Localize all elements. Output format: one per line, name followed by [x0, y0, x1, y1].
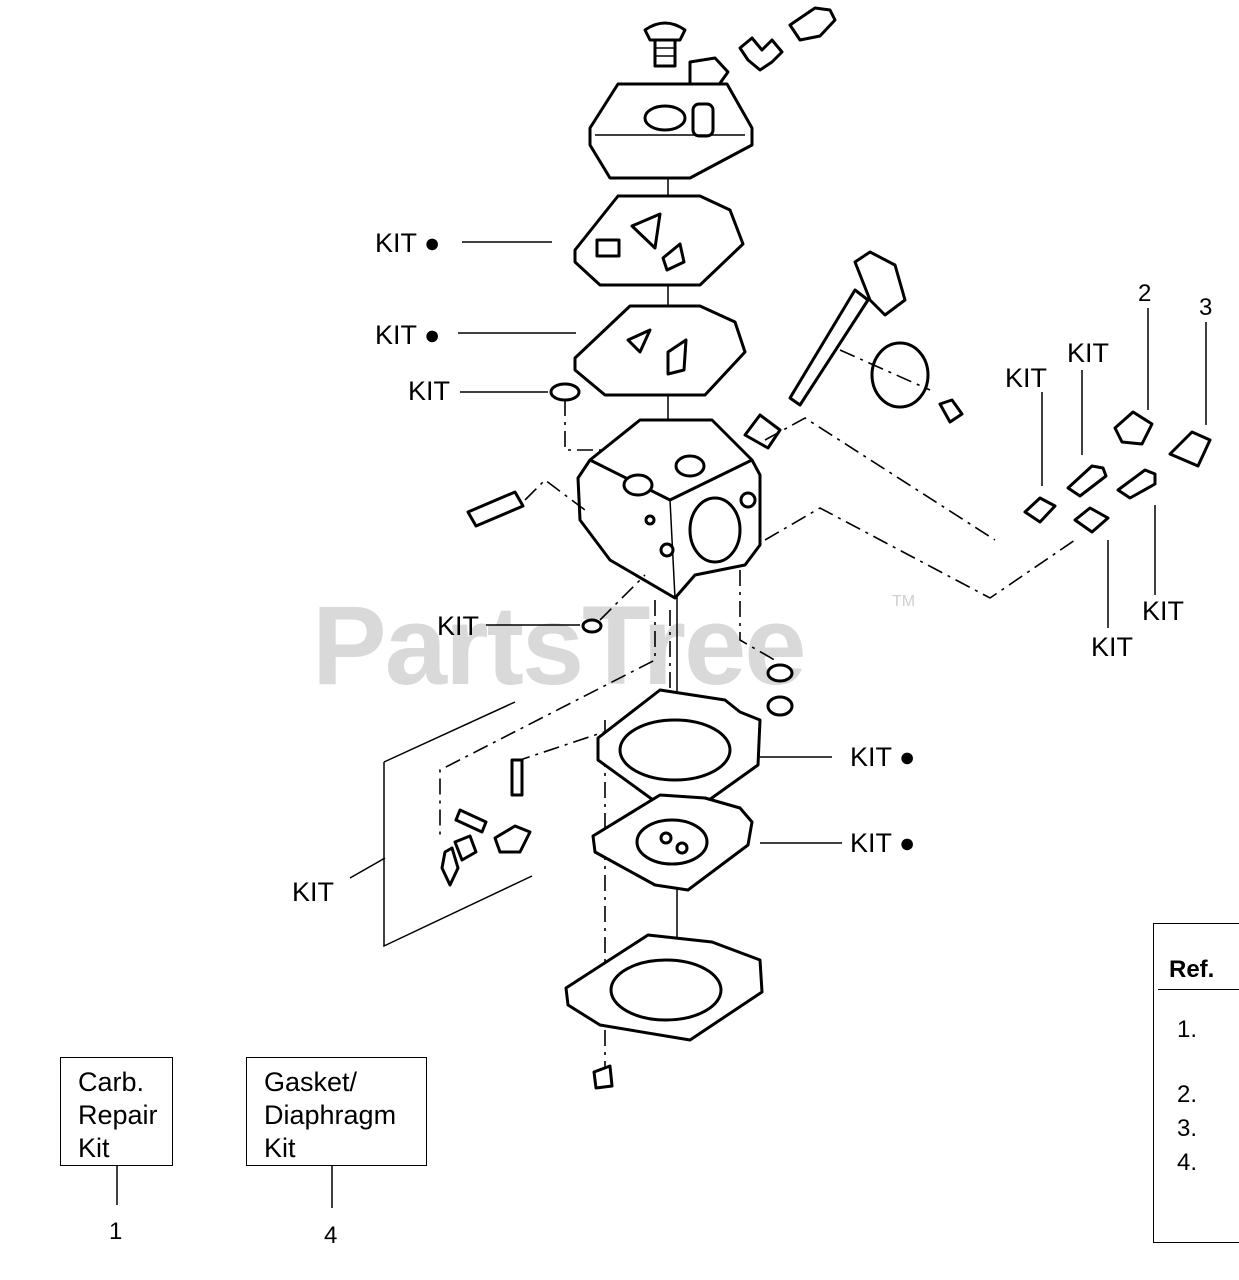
metering-lever-parts: [349, 600, 671, 948]
leader-lines: [458, 241, 1207, 844]
legend-box-line: Carb.: [78, 1067, 145, 1097]
pump-diaphragm: [573, 304, 747, 397]
kit-label-metering-diaphragm: KIT ●: [850, 828, 915, 858]
legend-box-line: Kit: [264, 1133, 296, 1163]
watermark-trademark: TM: [892, 593, 915, 610]
ref-table-row: 4.: [1177, 1149, 1198, 1176]
kit-label-pump-gasket: KIT ●: [375, 228, 440, 258]
adjusting-needles: [1023, 410, 1212, 534]
check-valve: [581, 574, 646, 634]
kit-label-needle-b: KIT: [1142, 596, 1184, 626]
kit-label-check-valve: KIT: [437, 611, 479, 641]
reference-table: Ref. 1. 2. 3. 4.: [1153, 923, 1239, 1243]
legend-box-line: Diaphragm: [264, 1100, 397, 1130]
legend-box-line: Gasket/: [264, 1067, 358, 1097]
ref-table-divider: [1158, 989, 1239, 990]
metering-gasket: [596, 688, 762, 812]
carburetor-body: [576, 418, 762, 600]
pump-gasket: [573, 194, 745, 287]
ref-table-row: 2.: [1177, 1081, 1198, 1108]
pump-cover: [588, 82, 754, 180]
cover-screw: [592, 1064, 614, 1090]
filter-screens: [739, 570, 794, 717]
ref-callout-3: 3: [1199, 294, 1212, 321]
legend-box-line: Repair: [78, 1100, 158, 1130]
watermark: PartsTree: [312, 583, 805, 708]
legend-box-gasket-diaphragm-kit: Gasket/ Diaphragm Kit: [246, 1057, 427, 1166]
throttle-shaft: [743, 250, 964, 450]
kit-label-spring-a: KIT: [1005, 363, 1047, 393]
pin: [466, 478, 586, 528]
needle-guide-lines: [764, 417, 1076, 599]
kit-label-metering-lever: KIT: [292, 877, 334, 907]
kit-label-needle-a: KIT: [1067, 338, 1109, 368]
kit-label-metering-gasket: KIT ●: [850, 742, 915, 772]
ref-table-row: 1.: [1177, 1016, 1198, 1043]
kit-label-inlet-screen: KIT: [408, 376, 450, 406]
legend-box-carb-repair-kit: Carb. Repair Kit: [60, 1057, 173, 1166]
legend-ref-4: 4: [324, 1222, 338, 1249]
kit-label-pump-diaphragm: KIT ●: [375, 320, 440, 350]
metering-cover: [564, 933, 764, 1042]
ref-table-row: 3.: [1177, 1115, 1198, 1142]
legend-ref-1: 1: [109, 1218, 123, 1245]
ref-table-header: Ref.: [1169, 956, 1215, 983]
kit-label-spring-b: KIT: [1091, 632, 1133, 662]
ref-callout-2: 2: [1138, 280, 1151, 307]
legend-box-line: Kit: [78, 1133, 110, 1163]
inlet-needle-spring: [688, 6, 837, 92]
top-screw: [643, 21, 687, 68]
metering-diaphragm: [591, 793, 754, 892]
